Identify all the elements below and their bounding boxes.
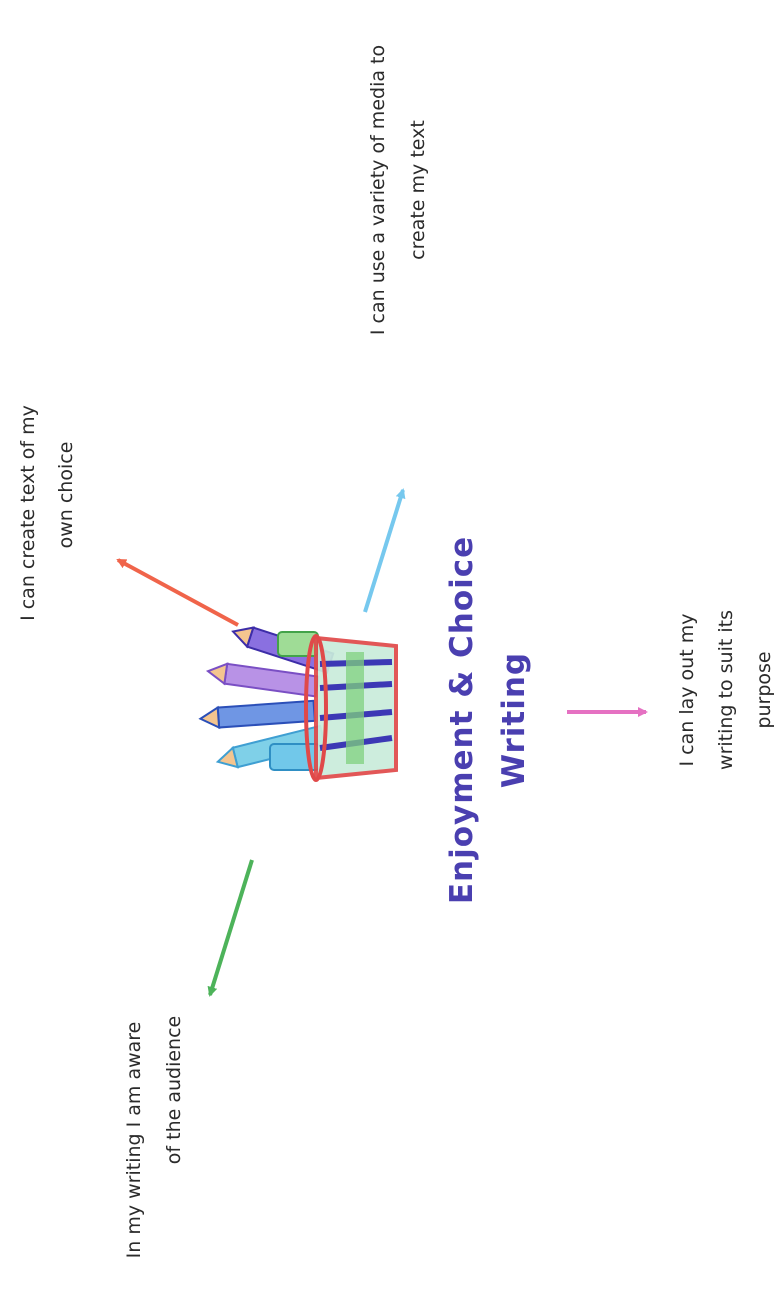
arrow-audience [207,859,254,997]
statement-layout-line-1: I can lay out my [676,614,698,767]
statement-own-choice-line-1: I can create text of my [17,405,39,621]
statement-layout-line-2: writing to suit its [715,610,737,770]
statement-audience-line-1: In my writing I am aware [123,1022,145,1259]
statement-media-line-1: I can use a variety of media to [367,45,389,335]
statement-media-line-2: create my text [407,120,429,260]
arrow-media [363,488,406,613]
arrow-own-choice [116,558,239,627]
pencil-pot-icon [198,626,398,782]
statement-layout-line-3: purpose [753,651,775,728]
statement-own-choice-line-2: own choice [55,442,77,549]
title-line-2: Writing [496,652,532,788]
statement-audience-line-2: of the audience [163,1016,185,1164]
title-line-1: Enjoyment & Choice [444,536,480,904]
